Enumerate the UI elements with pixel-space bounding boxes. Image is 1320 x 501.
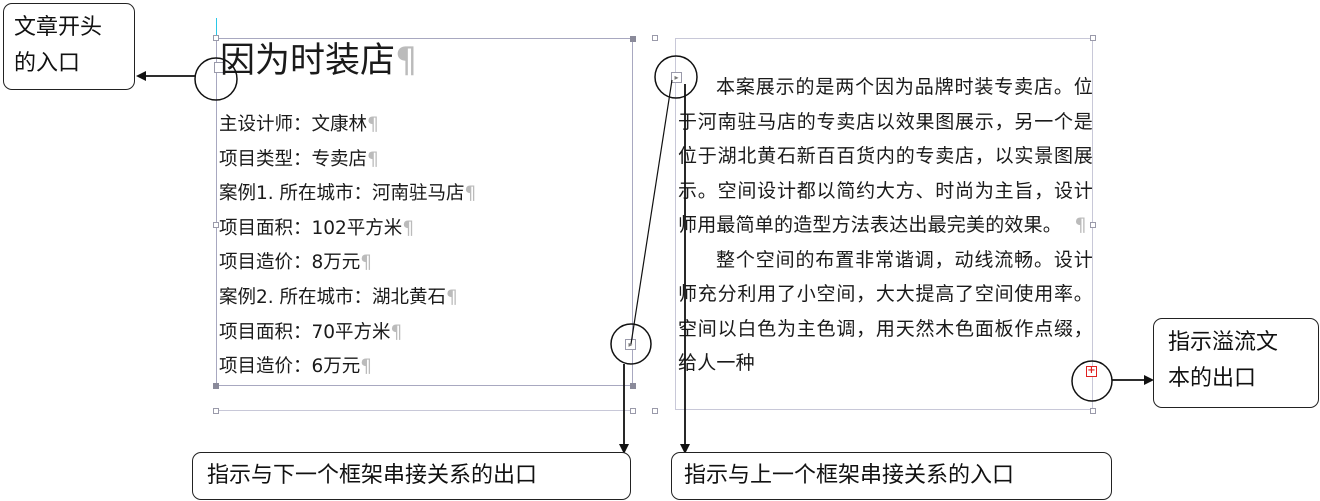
frame-handle[interactable] — [213, 408, 219, 414]
body-paragraph: 整个空间的布置非常谐调，动线流畅。设计师充分利用了小空间，大大提高了空间使用率。… — [678, 248, 1093, 375]
frame-handle[interactable] — [1090, 222, 1096, 228]
info-line: 项目面积：102平方米¶ — [219, 217, 415, 239]
left-frame-guide-top — [216, 18, 217, 38]
callout-line: 指示与下一个框架串接关系的出口 — [207, 463, 538, 488]
left-frame-guide-bottom — [216, 410, 636, 411]
frame-handle[interactable] — [213, 222, 219, 228]
callout-overflow-exit: 指示溢流文 本的出口 — [1153, 318, 1319, 408]
info-line: 项目面积：70平方米¶ — [219, 321, 403, 343]
callout-prev-frame-entry: 指示与上一个框架串接关系的入口 — [671, 452, 1112, 500]
callout-line: 本的出口 — [1168, 366, 1257, 391]
project-info-list: 主设计师：文康林¶ 项目类型：专卖店¶ 案例1. 所在城市：河南驻马店¶ 项目面… — [219, 108, 476, 385]
body-paragraph: 本案展示的是两个因为品牌时装专卖店。位于河南驻马店的专卖店以效果图展示，另一个是… — [678, 76, 1093, 236]
callout-next-frame-exit: 指示与下一个框架串接关系的出口 — [192, 452, 631, 500]
overflow-port-highlight — [1071, 360, 1113, 402]
in-port-highlight — [654, 55, 698, 99]
thread-link-line — [630, 79, 673, 345]
frame-handle[interactable] — [1090, 408, 1096, 414]
in-port-icon[interactable] — [214, 62, 225, 73]
info-line: 案例1. 所在城市：河南驻马店¶ — [219, 183, 477, 205]
frame-handle[interactable] — [630, 36, 636, 42]
in-port-icon[interactable]: ▸ — [671, 72, 682, 83]
frame-handle[interactable] — [213, 35, 219, 41]
frame-handle[interactable] — [630, 408, 636, 414]
callout-line: 文章开头 — [14, 15, 103, 40]
article-body: 本案展示的是两个因为品牌时装专卖店。位于河南驻马店的专卖店以效果图展示，另一个是… — [678, 70, 1093, 410]
info-line: 案例2. 所在城市：湖北黄石¶ — [219, 286, 458, 308]
out-port-icon[interactable]: ▸ — [625, 339, 636, 350]
info-line: 项目造价：8万元¶ — [219, 252, 373, 274]
frame-handle[interactable] — [652, 408, 658, 414]
info-line: 项目类型：专卖店¶ — [219, 148, 379, 170]
out-port-highlight — [610, 323, 652, 365]
start-port-highlight — [194, 57, 238, 101]
frame-handle[interactable] — [630, 383, 636, 389]
overflow-port-icon[interactable]: + — [1086, 365, 1097, 377]
info-line: 主设计师：文康林¶ — [219, 114, 379, 135]
callout-line: 指示溢流文 — [1168, 330, 1279, 355]
info-line: 项目造价：6万元¶ — [219, 356, 373, 378]
callout-line: 指示与上一个框架串接关系的入口 — [684, 463, 1015, 488]
article-title: 因为时装店¶ — [220, 41, 418, 81]
callout-line: 的入口 — [14, 51, 81, 76]
frame-handle[interactable] — [1090, 35, 1096, 41]
frame-handle[interactable] — [213, 383, 219, 389]
callout-article-start: 文章开头 的入口 — [3, 3, 135, 90]
frame-handle[interactable] — [652, 35, 658, 41]
left-text-frame[interactable] — [216, 38, 633, 386]
